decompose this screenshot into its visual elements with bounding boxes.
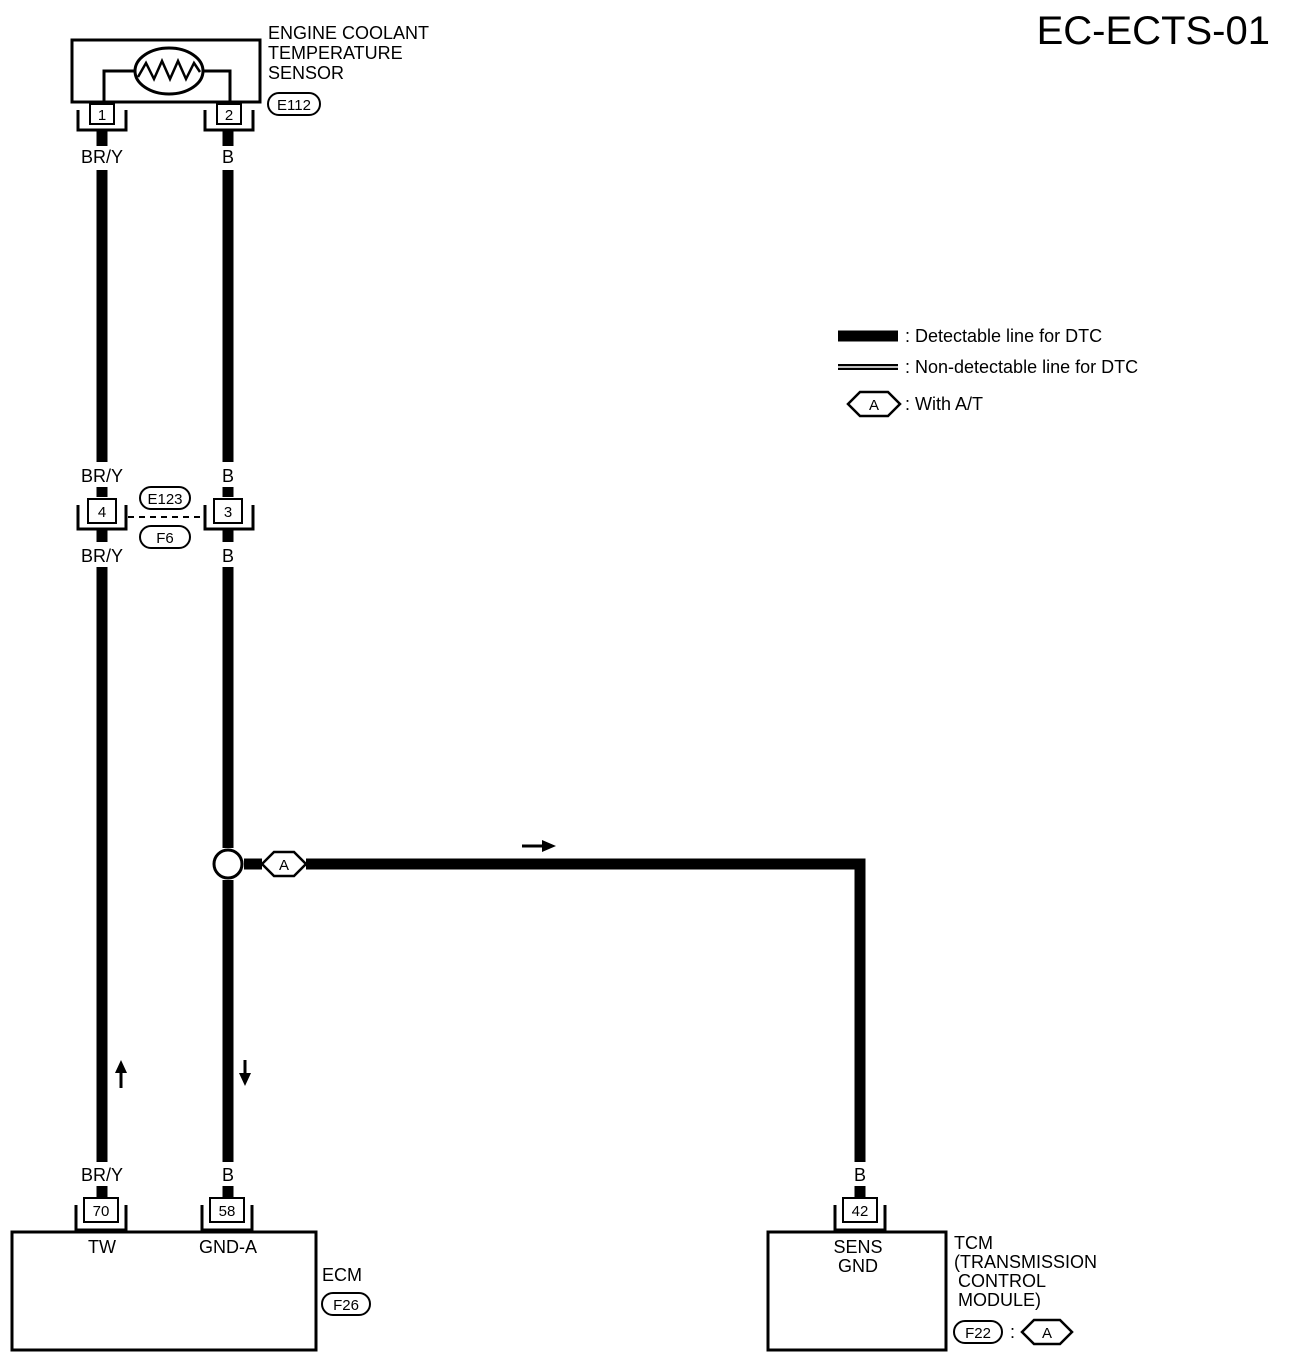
connector-id: F6 — [156, 530, 174, 547]
tcm-connector-badge — [953, 1320, 1003, 1344]
option-tag-label: A — [279, 857, 289, 874]
connector-bracket — [203, 110, 255, 132]
wire-branch-to-tcm — [306, 858, 866, 1162]
ecm-connector-pins: 70 58 — [74, 1197, 254, 1232]
tcm-name-line-4: MODULE) — [958, 1290, 1041, 1310]
wire-color-label: BR/Y — [81, 1165, 123, 1185]
sensor-name-line-1: ENGINE COOLANT — [268, 23, 429, 43]
pin-box — [89, 103, 115, 125]
pin-box — [216, 103, 242, 125]
sensor-name-line-3: SENSOR — [268, 63, 344, 83]
arrow-right-head — [542, 840, 556, 852]
sensor-pin-2: 2 — [203, 103, 255, 132]
wire-color-label: B — [222, 466, 234, 486]
tcm-module: SENS GND TCM (TRANSMISSION CONTROL MODUL… — [766, 1230, 1097, 1352]
ecm-terminal-tw: TW — [88, 1237, 116, 1257]
pin-box — [87, 498, 117, 524]
ecm-module: TW GND-A ECM F26 — [10, 1230, 371, 1352]
connector-bracket — [833, 1205, 887, 1232]
wire-color-labels: BR/Y B BR/Y B BR/Y B BR/Y B B — [81, 147, 866, 1185]
wire-color-label: BR/Y — [81, 546, 123, 566]
pin-number: 42 — [852, 1203, 869, 1220]
ecm-connector-id: F26 — [333, 1297, 359, 1314]
pin-number: 2 — [225, 107, 233, 124]
ecm-terminal-gnd-a: GND-A — [199, 1237, 257, 1257]
sensor-lead-left — [102, 69, 135, 101]
pin-box — [83, 1197, 119, 1223]
tcm-name-line-3: CONTROL — [958, 1271, 1046, 1291]
legend-option-label: : With A/T — [905, 394, 983, 414]
pin-number: 58 — [219, 1203, 236, 1220]
ecm-body — [10, 1230, 318, 1352]
sensor-pin-1: 1 — [76, 103, 128, 132]
connector-bracket — [74, 1205, 128, 1232]
detectable-wires — [96, 131, 866, 1198]
connector-id: E123 — [147, 491, 182, 508]
sensor-body — [70, 38, 262, 104]
legend-option-tag-shape — [846, 390, 902, 418]
legend: : Detectable line for DTC : Non-detectab… — [838, 326, 1138, 418]
connector-bracket — [203, 505, 255, 531]
connector-badge-f6 — [139, 525, 191, 549]
tcm-option-tag-label: A — [1042, 1325, 1052, 1342]
signal-arrows — [115, 840, 556, 1088]
arrow-up-head — [115, 1060, 127, 1073]
tcm-name-line-2: (TRANSMISSION — [954, 1252, 1097, 1272]
tcm-option-separator: : — [1010, 1322, 1015, 1342]
sensor-connector-id: E112 — [277, 97, 311, 114]
wire-color-label: B — [222, 546, 234, 566]
legend-detectable-label: : Detectable line for DTC — [905, 326, 1102, 346]
option-tag-a: A — [260, 850, 308, 878]
legend-option-tag-label: A — [869, 397, 879, 414]
ecm-name: ECM — [322, 1265, 362, 1285]
connector-bracket — [76, 110, 128, 132]
wire-color-label: BR/Y — [81, 466, 123, 486]
thermistor-icon — [133, 46, 205, 96]
connector-bracket — [200, 1205, 254, 1232]
tcm-name-line-1: TCM — [954, 1233, 993, 1253]
pin-number: 3 — [224, 504, 232, 521]
wire-color-label: B — [222, 147, 234, 167]
diagram-title: EC-ECTS-01 — [1037, 9, 1270, 53]
pin-number: 70 — [93, 1203, 110, 1220]
wire-color-label: BR/Y — [81, 147, 123, 167]
pin-number: 1 — [98, 107, 106, 124]
pin-box — [209, 1197, 245, 1223]
sensor-connector-badge — [267, 92, 321, 116]
resistor-zigzag-icon — [136, 57, 202, 83]
option-tag-shape — [260, 850, 308, 878]
tcm-connector-pin: 42 — [833, 1197, 887, 1232]
sensor-name-line-2: TEMPERATURE — [268, 43, 403, 63]
pin-number: 4 — [98, 504, 106, 521]
tcm-terminal-line-1: SENS — [833, 1237, 882, 1257]
engine-coolant-temperature-sensor: ENGINE COOLANT TEMPERATURE SENSOR E112 — [70, 23, 429, 116]
ecm-connector-badge — [321, 1292, 371, 1316]
wire-color-label: B — [222, 1165, 234, 1185]
splice-point — [212, 848, 244, 880]
tcm-connector-id: F22 — [965, 1325, 991, 1342]
connector-bracket — [76, 505, 128, 531]
connector-badge-e123 — [139, 486, 191, 510]
junction-connector: 4 3 E123 F6 — [76, 486, 255, 549]
wire-color-label: B — [854, 1165, 866, 1185]
pin-box — [842, 1197, 878, 1223]
tcm-terminal-line-2: GND — [838, 1256, 878, 1276]
pin-box — [213, 498, 243, 524]
arrow-down-head — [239, 1073, 251, 1086]
tcm-option-tag-shape — [1020, 1318, 1074, 1346]
tcm-body — [766, 1230, 948, 1352]
legend-non-detectable-label: : Non-detectable line for DTC — [905, 357, 1138, 377]
sensor-lead-right — [203, 69, 232, 101]
